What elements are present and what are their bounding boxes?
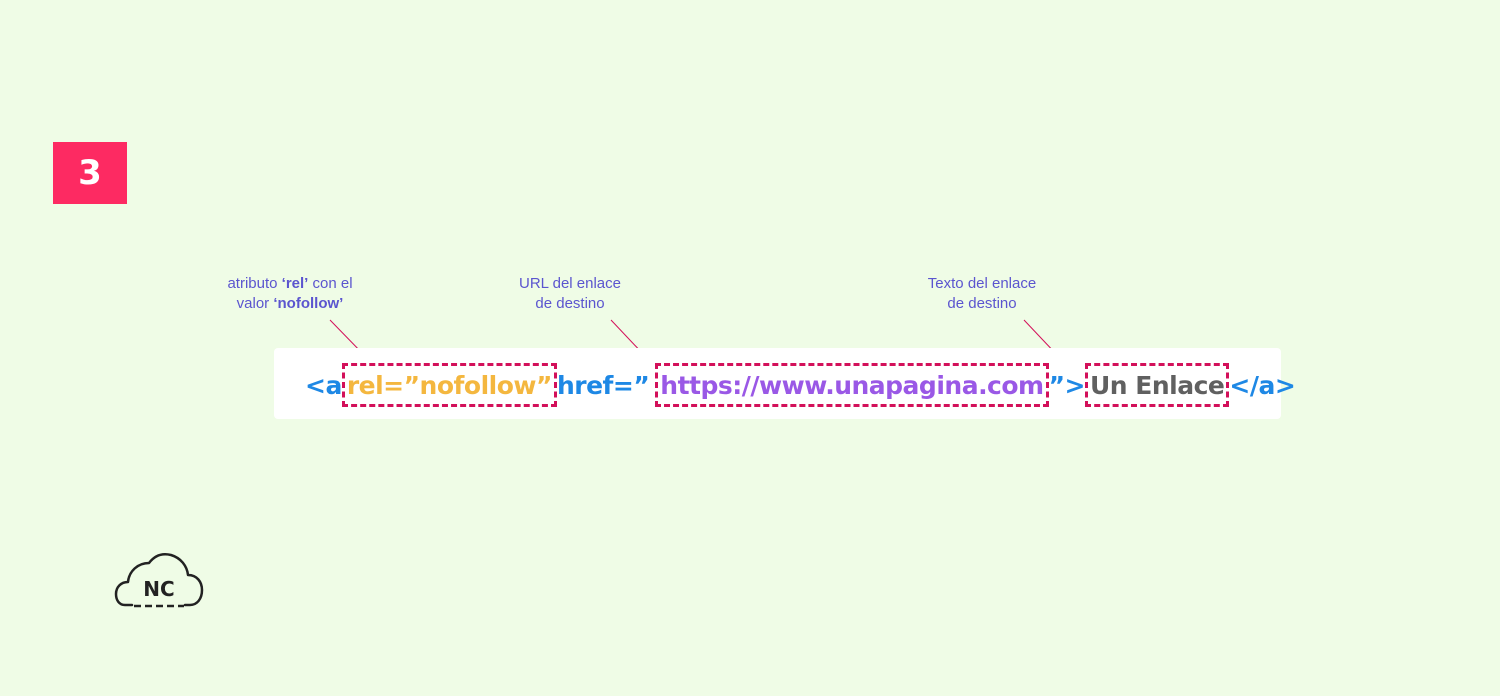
step-number-badge: 3 (53, 142, 127, 204)
code-rel-attribute: rel=”nofollow” (341, 363, 557, 407)
annotation-url-line1: URL del enlace (518, 275, 621, 292)
code-open-tag: <a (305, 370, 342, 400)
annotation-rel-line2: valor ‘nofollow’ (236, 295, 344, 312)
code-url: https://www.unapagina.com (655, 363, 1049, 407)
annotation-text-line1: Texto del enlace (927, 275, 1037, 292)
annotation-destination-url: URL del enlace de destino (490, 274, 650, 314)
code-close-quote: ”> (1048, 370, 1086, 400)
step-number: 3 (78, 153, 102, 193)
annotation-rel-line1: atributo ‘rel’ con el (227, 275, 353, 292)
code-href-attribute: href=” (556, 370, 650, 400)
code-snippet: <a rel=”nofollow” href=” https://www.una… (305, 363, 1296, 407)
annotation-url-line2: de destino (535, 295, 605, 312)
code-link-text: Un Enlace (1085, 363, 1230, 407)
code-end-tag: </a> (1229, 370, 1296, 400)
logo-text: NC (143, 577, 174, 601)
cloud-icon: NC (114, 553, 204, 608)
annotation-link-text: Texto del enlace de destino (902, 274, 1062, 314)
code-snippet-box (274, 348, 1281, 419)
annotation-rel-attribute: atributo ‘rel’ con el valor ‘nofollow’ (200, 274, 380, 314)
annotation-text-line2: de destino (947, 295, 1017, 312)
